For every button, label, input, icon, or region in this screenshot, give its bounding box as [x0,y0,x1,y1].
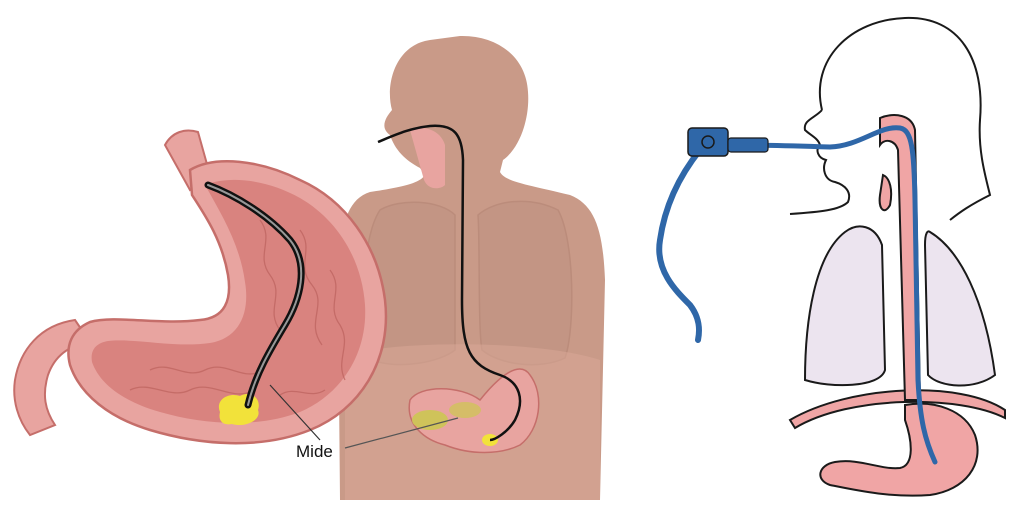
stomach-cross-section [14,131,386,444]
endoscope-schematic [659,128,935,462]
endoscopy-schematic [790,18,1005,496]
endoscope-handle [688,128,728,156]
stomach-label: Mide [296,442,333,461]
